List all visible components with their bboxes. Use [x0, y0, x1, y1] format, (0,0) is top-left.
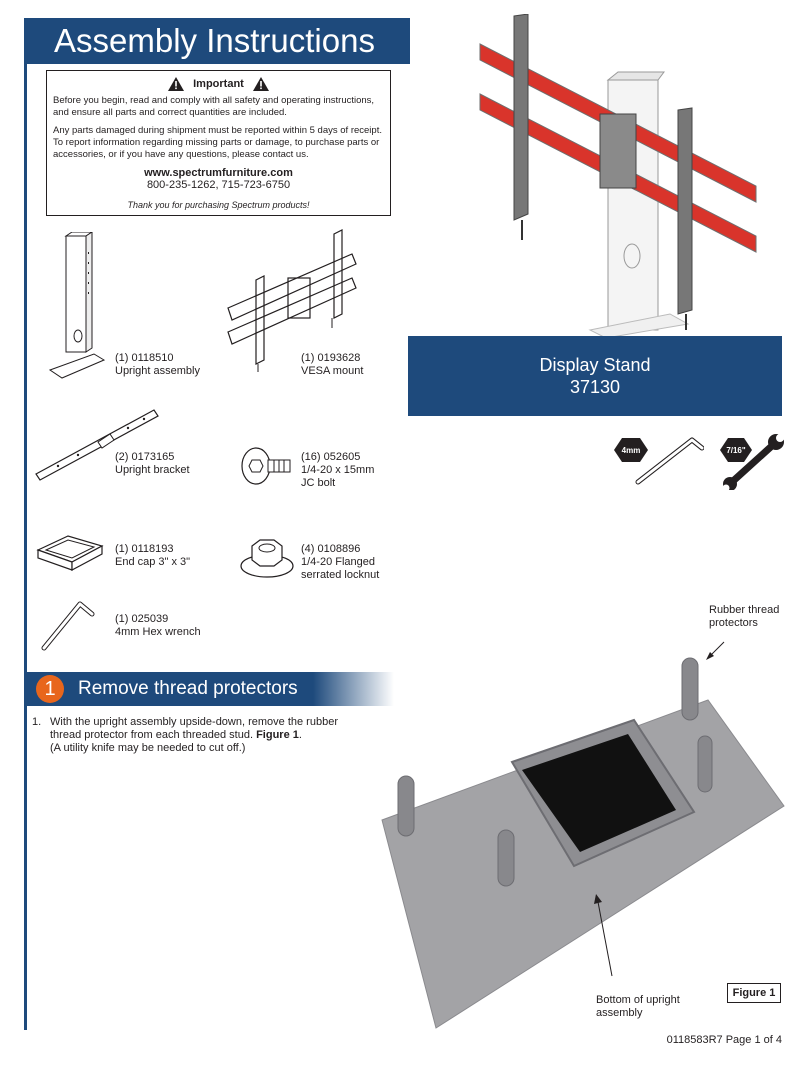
hex-key-tool-icon: 4mm: [614, 437, 704, 485]
jc-bolt-illustration: [241, 447, 291, 485]
thank-you-text: Thank you for purchasing Spectrum produc…: [127, 200, 310, 210]
part-flanged-locknut: (4) 0108896 1/4-20 Flanged serrated lock…: [301, 543, 380, 581]
important-notice: Important Before you begin, read and com…: [46, 70, 391, 216]
figure-1-photo: [381, 641, 785, 1029]
product-number: 37130: [569, 377, 621, 397]
part-vesa-mount: (1) 0193628 VESA mount: [301, 352, 364, 377]
display-stand-product-image: [479, 14, 757, 336]
part-upright-bracket: (2) 0173165 Upright bracket: [115, 451, 190, 476]
page-title: Assembly Instructions: [26, 18, 410, 64]
vesa-mount-illustration: [227, 229, 357, 372]
instruction-number: 1.: [32, 716, 42, 728]
callout-upright-bottom: Bottom of upright assembly: [596, 994, 680, 1019]
product-name: Display Stand: [539, 355, 651, 375]
warning-icon: [168, 77, 185, 92]
warning-icon: [252, 77, 269, 92]
hex-wrench-illustration: [41, 601, 95, 651]
instruction-text: With the upright assembly upside-down, r…: [50, 716, 338, 741]
website-link[interactable]: www.spectrumfurniture.com: [144, 167, 293, 179]
step-number-badge: 1: [36, 675, 64, 703]
part-upright-assembly: (1) 0118510 Upright assembly: [115, 352, 200, 377]
left-rule: [24, 18, 27, 1030]
end-cap-illustration: [36, 535, 104, 571]
product-title-box: Display Stand 37130: [408, 336, 782, 416]
important-heading: Important: [193, 78, 244, 90]
instruction-note: (A utility knife may be needed to cut of…: [50, 742, 246, 754]
step-1-banner: [26, 672, 394, 706]
part-jc-bolt: (16) 052605 1/4-20 x 15mm JC bolt: [301, 451, 375, 489]
part-hex-wrench: (1) 025039 4mm Hex wrench: [115, 613, 201, 638]
important-para-2: Any parts damaged during shipment must b…: [53, 125, 382, 160]
upright-assembly-illustration: [48, 232, 106, 379]
instruction-figure-ref: Figure 1: [256, 729, 299, 741]
part-end-cap: (1) 0118193 End cap 3" x 3": [115, 543, 191, 568]
step-1-instruction: 1. With the upright assembly upside-down…: [32, 716, 338, 754]
important-para-1: Before you begin, read and comply with a…: [53, 95, 375, 118]
callout-thread-protectors: Rubber thread protectors: [709, 604, 780, 629]
step-title: Remove thread protectors: [78, 678, 298, 699]
hex-size-label: 4mm: [622, 446, 641, 455]
wrench-size-label: 7/16": [726, 446, 746, 455]
page-footer: 0118583R7 Page 1 of 4: [666, 1034, 782, 1046]
upright-bracket-illustration: [35, 409, 159, 481]
figure-label: Figure 1: [727, 983, 781, 1003]
phone-numbers: 800-235-1262, 715-723-6750: [146, 179, 291, 191]
wrench-tool-icon: 7/16": [720, 434, 784, 490]
flanged-locknut-illustration: [240, 539, 294, 578]
